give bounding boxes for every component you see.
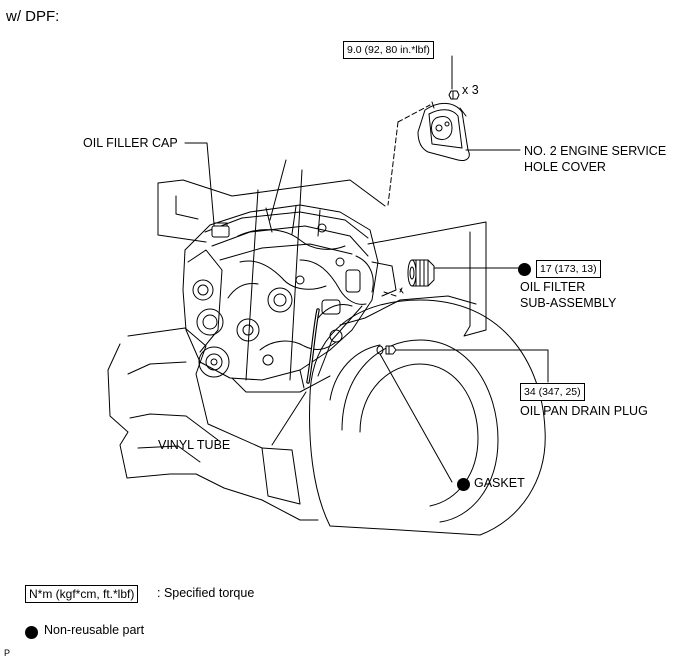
front-tire xyxy=(309,299,546,536)
drain-plug-torque-box: 34 (347, 25) xyxy=(520,383,585,401)
oil-filler-cap-part xyxy=(211,222,230,238)
oil-filter-torque-box: 17 (173, 13) xyxy=(536,260,601,278)
oil-filter-label-line1: OIL FILTER xyxy=(520,280,586,294)
bolt-quantity-label: x 3 xyxy=(462,83,479,97)
vehicle-body-outline xyxy=(107,179,487,521)
bolt-torque-box: 9.0 (92, 80 in.*lbf) xyxy=(343,41,434,59)
filled-circle-icon xyxy=(457,478,470,491)
oil-filler-cap-label: OIL FILLER CAP xyxy=(83,136,178,150)
vinyl-tube-part xyxy=(306,308,320,384)
gasket-label: GASKET xyxy=(474,476,525,490)
callout-leader-lines xyxy=(184,55,549,483)
engine-assembly xyxy=(182,159,397,393)
service-cover-label-line2: HOLE COVER xyxy=(524,160,606,174)
vinyl-tube-label: VINYL TUBE xyxy=(158,438,231,452)
service-hole-cover-part xyxy=(417,90,470,161)
oil-filter-nonreusable-mark xyxy=(518,261,531,279)
legend-torque-description: : Specified torque xyxy=(157,586,255,600)
oil-filter-label-line2: SUB-ASSEMBLY xyxy=(520,296,617,310)
legend-torque-box: N*m (kgf*cm, ft.*lbf) xyxy=(25,585,139,603)
page-mark: P xyxy=(4,648,11,658)
filled-circle-icon xyxy=(518,263,531,276)
oil-filter-part xyxy=(399,259,435,294)
oil-pan-drain-plug-part xyxy=(376,345,397,355)
legend-nonreusable-description: Non-reusable part xyxy=(44,623,145,637)
service-cover-label-line1: NO. 2 ENGINE SERVICE xyxy=(524,144,667,158)
filled-circle-icon xyxy=(25,626,38,639)
variant-heading: w/ DPF: xyxy=(6,8,60,25)
gasket-nonreusable-mark xyxy=(457,476,470,494)
assembly-dashed-lines xyxy=(383,104,431,297)
drain-plug-label: OIL PAN DRAIN PLUG xyxy=(520,404,648,418)
legend-nonreusable-mark xyxy=(25,624,38,642)
